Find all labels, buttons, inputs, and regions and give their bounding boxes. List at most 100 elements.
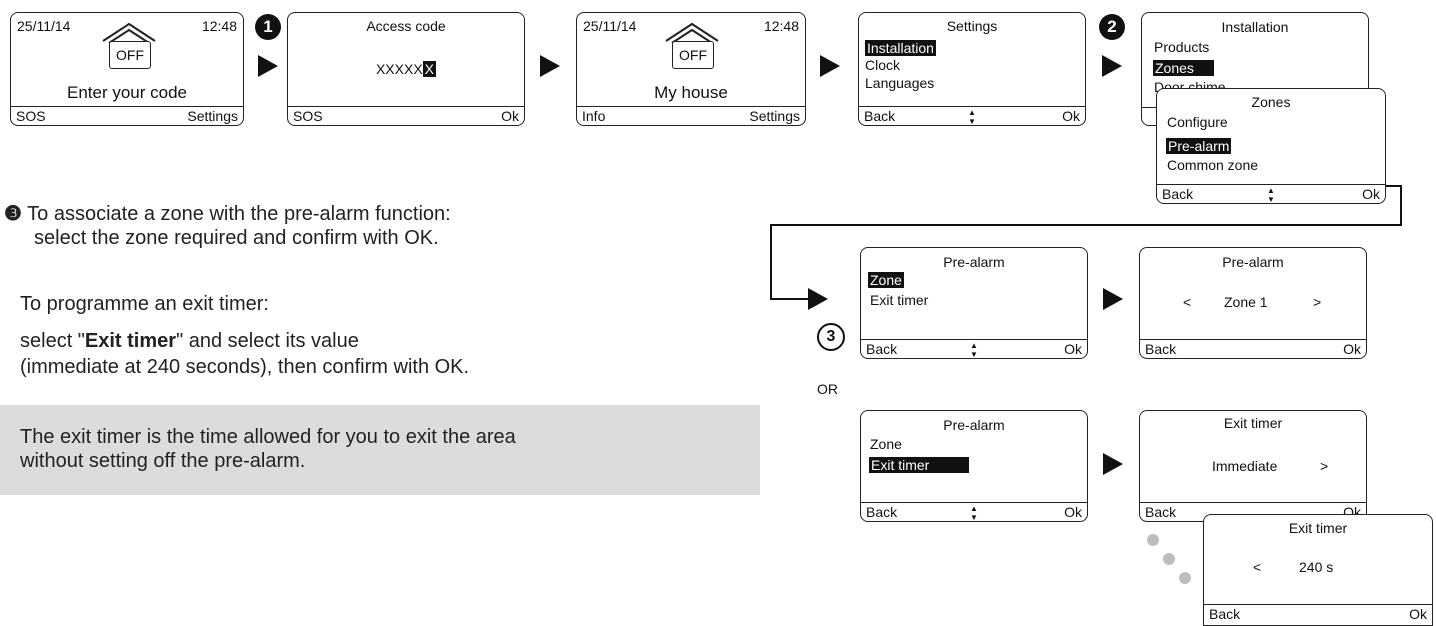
menu-item-exit-timer[interactable]: Exit timer <box>870 292 929 308</box>
connector-line <box>770 224 772 300</box>
screen-title: Zones <box>1251 94 1291 110</box>
settings-softkey[interactable]: Settings <box>187 108 238 124</box>
menu-item-zones[interactable]: Zones <box>1153 60 1214 76</box>
exit-timer-value: 240 s <box>1299 559 1334 575</box>
up-down-icon: ▲▼ <box>970 341 978 359</box>
screen-enter-code: 25/11/14 12:48 OFF Enter your code SOS S… <box>10 12 244 126</box>
settings-softkey[interactable]: Settings <box>749 108 800 124</box>
screen-pre-alarm-zone: Pre-alarm < Zone 1 > Back Ok <box>1139 247 1367 359</box>
screen-zones: Zones Configure Pre-alarm Common zone Ba… <box>1156 88 1386 204</box>
back-softkey[interactable]: Back <box>1209 606 1241 622</box>
screen-message: Enter your code <box>66 83 187 102</box>
alarm-state: OFF <box>672 41 714 69</box>
arrow-right-icon <box>808 288 828 310</box>
code-cursor: X <box>422 61 437 77</box>
arrow-right-icon <box>1102 55 1122 77</box>
softkey-bar: Back Ok <box>1140 339 1366 358</box>
instruction-line: (immediate at 240 seconds), then confirm… <box>20 356 470 378</box>
transition-dot <box>1147 534 1159 546</box>
back-softkey[interactable]: Back <box>864 108 896 124</box>
back-softkey[interactable]: Back <box>866 504 898 520</box>
ok-softkey[interactable]: Ok <box>1064 341 1082 357</box>
transition-dot <box>1163 553 1175 565</box>
sos-softkey[interactable]: SOS <box>16 108 46 124</box>
softkey-bar: Info Settings <box>577 106 805 125</box>
back-softkey[interactable]: Back <box>1145 341 1177 357</box>
back-softkey[interactable]: Back <box>1162 186 1194 202</box>
screen-title: Pre-alarm <box>943 417 1005 433</box>
screen-pre-alarm-menu: Pre-alarm Zone Exit timer Back ▲▼ Ok <box>860 410 1088 522</box>
screen-date: 25/11/14 <box>17 18 71 34</box>
up-down-icon: ▲▼ <box>1267 186 1275 204</box>
softkey-bar: Back ▲▼ Ok <box>1157 184 1385 204</box>
note-line: The exit timer is the time allowed for y… <box>20 426 516 448</box>
screen-title: Settings <box>946 18 998 34</box>
step-badge-2: 2 <box>1099 14 1125 40</box>
screen-time: 12:48 <box>201 18 237 34</box>
connector-line <box>770 224 1402 226</box>
ok-softkey[interactable]: Ok <box>501 108 519 124</box>
screen-my-house: 25/11/14 12:48 OFF My house Info Setting… <box>576 12 806 126</box>
connector-line <box>1400 185 1402 226</box>
softkey-bar: Back ▲▼ Ok <box>859 106 1085 126</box>
screen-title: Pre-alarm <box>943 254 1005 270</box>
step-badge-3: 3 <box>817 323 845 351</box>
menu-item-languages[interactable]: Languages <box>865 75 935 91</box>
menu-item-clock[interactable]: Clock <box>865 57 901 73</box>
connector-line <box>1386 185 1402 187</box>
screen-exit-timer: Exit timer Immediate > Back Ok <box>1139 410 1367 522</box>
ok-softkey[interactable]: Ok <box>1343 341 1361 357</box>
previous-value-button[interactable]: < <box>1183 294 1192 310</box>
arrow-right-icon <box>540 55 560 77</box>
instruction-line: ❸ To associate a zone with the pre-alarm… <box>4 203 451 225</box>
up-down-icon: ▲▼ <box>970 504 978 522</box>
connector-line <box>770 298 810 300</box>
screen-title: Pre-alarm <box>1222 254 1284 270</box>
or-label: OR <box>817 381 838 397</box>
softkey-bar: Back Ok <box>1204 604 1432 625</box>
next-value-button[interactable]: > <box>1320 458 1329 474</box>
back-softkey[interactable]: Back <box>1145 504 1177 520</box>
back-softkey[interactable]: Back <box>866 341 898 357</box>
note-line: without setting off the pre-alarm. <box>20 450 306 472</box>
instruction-line: select "Exit timer" and select its value <box>20 330 359 352</box>
arrow-right-icon <box>1103 288 1123 310</box>
note-box: The exit timer is the time allowed for y… <box>0 405 760 495</box>
screen-time: 12:48 <box>763 18 799 34</box>
menu-item-exit-timer[interactable]: Exit timer <box>869 457 970 473</box>
info-softkey[interactable]: Info <box>582 108 606 124</box>
instruction-line: To programme an exit timer: <box>20 293 269 315</box>
zone-value: Zone 1 <box>1224 294 1268 310</box>
screen-settings: Settings Installation Clock Languages Ba… <box>858 12 1086 126</box>
previous-value-button[interactable]: < <box>1253 559 1262 575</box>
screen-exit-timer-240: Exit timer < 240 s Back Ok <box>1203 514 1433 626</box>
menu-item-zone[interactable]: Zone <box>868 272 904 288</box>
ok-softkey[interactable]: Ok <box>1062 108 1080 124</box>
sos-softkey[interactable]: SOS <box>293 108 323 124</box>
instruction-line: select the zone required and confirm wit… <box>34 227 439 249</box>
screen-date: 25/11/14 <box>583 18 637 34</box>
next-value-button[interactable]: > <box>1313 294 1322 310</box>
softkey-bar: Back ▲▼ Ok <box>861 339 1087 359</box>
alarm-state: OFF <box>109 41 151 69</box>
menu-item-zone[interactable]: Zone <box>870 436 902 452</box>
ok-softkey[interactable]: Ok <box>1409 606 1427 622</box>
menu-item-common-zone[interactable]: Common zone <box>1167 157 1259 173</box>
menu-item-pre-alarm[interactable]: Pre-alarm <box>1166 138 1232 154</box>
screen-title: Exit timer <box>1223 415 1283 431</box>
step-badge-1: 1 <box>255 14 281 40</box>
arrow-right-icon <box>820 55 840 77</box>
house-icon: OFF <box>664 21 720 71</box>
menu-item-configure[interactable]: Configure <box>1167 114 1228 130</box>
screen-pre-alarm-menu: Pre-alarm Zone Exit timer Back ▲▼ Ok <box>860 247 1088 359</box>
softkey-bar: Back ▲▼ Ok <box>861 502 1087 522</box>
ok-softkey[interactable]: Ok <box>1064 504 1082 520</box>
screen-title: Access code <box>366 18 446 34</box>
up-down-icon: ▲▼ <box>968 108 976 126</box>
menu-item-installation[interactable]: Installation <box>865 40 936 56</box>
screen-message: My house <box>654 83 728 102</box>
ok-softkey[interactable]: Ok <box>1362 186 1380 202</box>
softkey-bar: SOS Ok <box>288 106 524 125</box>
menu-item-products[interactable]: Products <box>1154 39 1210 55</box>
